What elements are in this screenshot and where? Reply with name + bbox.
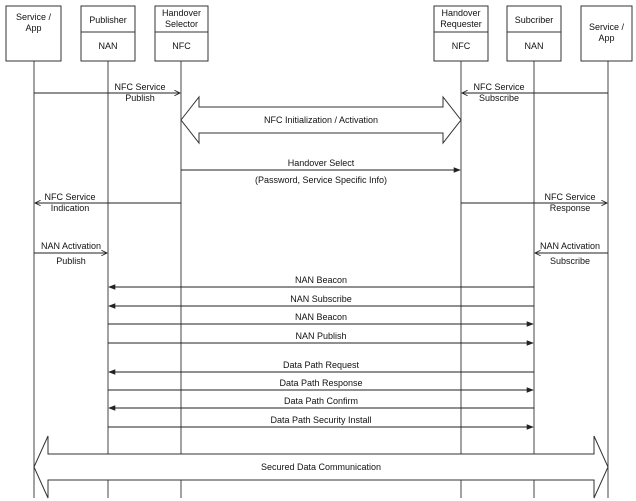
message-label: Publish bbox=[56, 256, 86, 266]
message-label: Subscribe bbox=[479, 93, 519, 103]
participant-subscriber: Subcriber NAN bbox=[506, 5, 562, 62]
participant-service-app-left: Service / App bbox=[5, 5, 62, 62]
bidirectional-secured-data-communication: Secured Data Communication bbox=[33, 435, 609, 499]
message-data-path-confirm: Data Path Confirm bbox=[108, 396, 534, 411]
message-nan-beacon-2: NAN Beacon bbox=[108, 312, 534, 327]
message-label: NAN Beacon bbox=[295, 275, 347, 285]
participant-service-app-right: Service / App bbox=[580, 5, 633, 62]
participant-line: Selector bbox=[165, 19, 198, 29]
participant-line: Publisher bbox=[89, 15, 127, 25]
message-label: NAN Subscribe bbox=[290, 294, 352, 304]
message-label: NFC Service bbox=[114, 82, 165, 92]
participant-line: Handover bbox=[441, 8, 480, 18]
participant-sub: NAN bbox=[98, 41, 117, 51]
message-label: Subscribe bbox=[550, 256, 590, 266]
message-label: Handover Select bbox=[288, 158, 355, 168]
message-nan-subscribe: NAN Subscribe bbox=[108, 294, 534, 309]
message-label: Data Path Response bbox=[279, 378, 362, 388]
bidirectional-nfc-init-activation: NFC Initialization / Activation bbox=[180, 95, 462, 145]
message-label: Data Path Confirm bbox=[284, 396, 358, 406]
double-arrow-label: Secured Data Communication bbox=[261, 462, 381, 472]
message-label: Data Path Request bbox=[283, 360, 360, 370]
participant-line: Requester bbox=[440, 19, 482, 29]
message-label: NFC Service bbox=[473, 82, 524, 92]
message-label: Publish bbox=[125, 93, 155, 103]
participant-sub: NFC bbox=[452, 41, 471, 51]
message-data-path-request: Data Path Request bbox=[108, 360, 534, 375]
participant-sub: NFC bbox=[172, 41, 191, 51]
participant-line: Service / bbox=[589, 22, 625, 32]
double-arrow-shape bbox=[33, 435, 609, 499]
participant-line: Handover bbox=[162, 8, 201, 18]
message-nan-publish: NAN Publish bbox=[108, 331, 534, 346]
message-label: NFC Service bbox=[544, 192, 595, 202]
participant-line: Service / bbox=[16, 12, 52, 22]
participant-line: Subcriber bbox=[515, 15, 554, 25]
message-label: NFC Service bbox=[44, 192, 95, 202]
message-label: Data Path Security Install bbox=[270, 415, 371, 425]
participant-line: App bbox=[598, 33, 614, 43]
message-label: (Password, Service Specific Info) bbox=[255, 175, 387, 185]
participant-line: App bbox=[25, 23, 41, 33]
double-arrow-label: NFC Initialization / Activation bbox=[264, 115, 378, 125]
double-arrow-shape bbox=[180, 95, 462, 145]
message-label: NAN Beacon bbox=[295, 312, 347, 322]
message-label: Response bbox=[550, 203, 591, 213]
participant-handover-selector: Handover Selector NFC bbox=[154, 5, 209, 62]
message-label: NAN Activation bbox=[540, 241, 600, 251]
message-label: NAN Activation bbox=[41, 241, 101, 251]
participant-handover-requester: Handover Requester NFC bbox=[433, 5, 489, 62]
participant-sub: NAN bbox=[524, 41, 543, 51]
message-label: NAN Publish bbox=[295, 331, 346, 341]
message-handover-select: Handover Select (Password, Service Specif… bbox=[181, 158, 461, 185]
message-label: Indication bbox=[51, 203, 90, 213]
message-data-path-security-install: Data Path Security Install bbox=[108, 415, 534, 430]
participant-publisher: Publisher NAN bbox=[80, 5, 136, 62]
message-data-path-response: Data Path Response bbox=[108, 378, 534, 393]
message-nan-beacon-1: NAN Beacon bbox=[108, 275, 534, 290]
